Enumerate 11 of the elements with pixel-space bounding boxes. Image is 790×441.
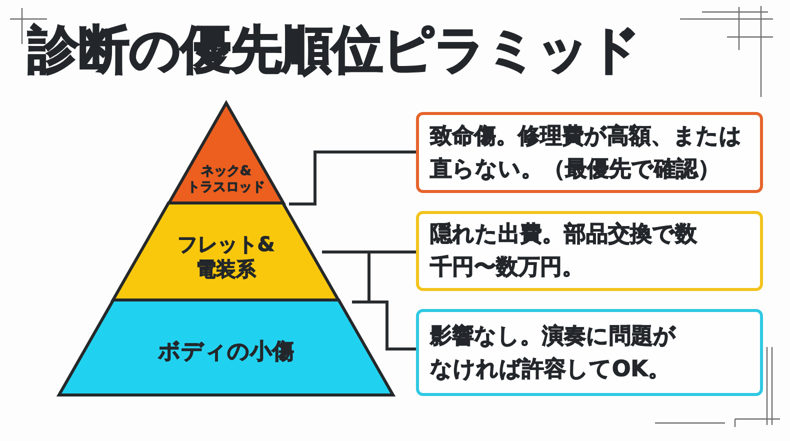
pyramid-tier bbox=[166, 99, 286, 205]
title: 診断の優先順位ピラミッド bbox=[28, 21, 640, 81]
callout-box: 影響なし。演奏に問題がなければ許容してOK。 bbox=[416, 309, 763, 396]
callout-box: 隠れた出費。部品交換で数千円〜数万円。 bbox=[416, 211, 763, 291]
tier-label: フレット&電装系 bbox=[176, 232, 276, 282]
connector bbox=[289, 150, 416, 206]
callout-box: 致命傷。修理費が高額、または直らない。（最優先で確認） bbox=[416, 112, 763, 193]
pyramid-tier bbox=[56, 296, 396, 397]
pyramid-tier bbox=[110, 199, 342, 302]
tier-label: ボディの小傷 bbox=[158, 338, 294, 366]
tier-label: ネック&トラスロッド bbox=[186, 164, 266, 196]
